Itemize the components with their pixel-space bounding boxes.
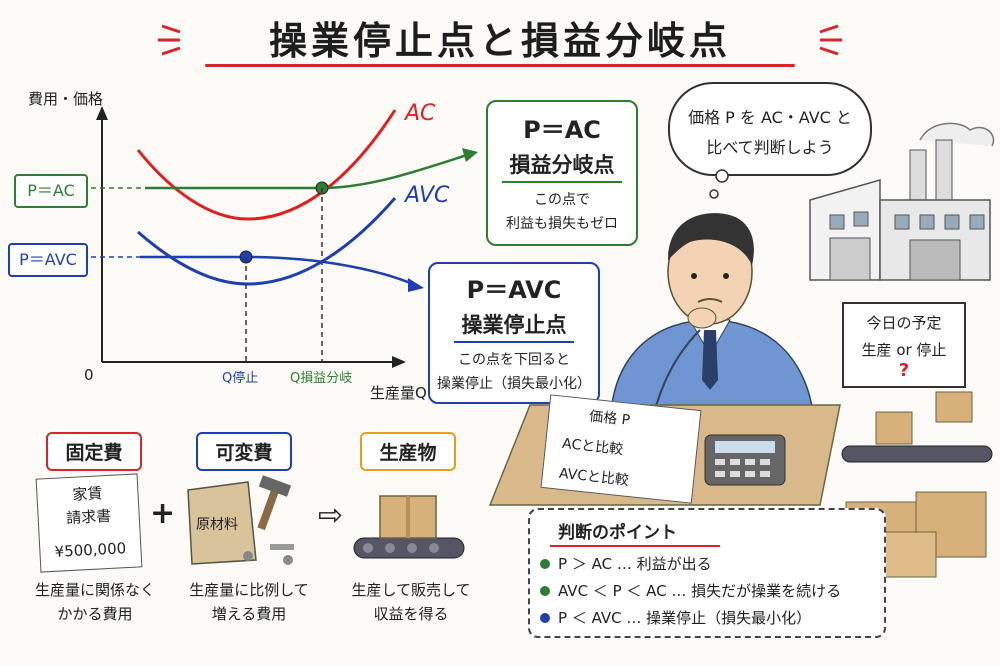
callout-ac-underline — [502, 181, 622, 183]
callout-avc-underline — [454, 341, 574, 343]
fixed-cap1: 生産量に関係なく — [34, 581, 155, 599]
points-underline — [550, 545, 720, 547]
ac-label: AC — [403, 101, 436, 126]
p-avc-line — [140, 255, 416, 287]
p-avc-tag: P＝AVC — [8, 243, 88, 277]
title-deco-left — [158, 24, 181, 56]
callout-ac-heading: P＝AC — [523, 116, 601, 144]
factory-illustration — [809, 122, 995, 281]
p-ac-line — [145, 152, 471, 190]
desk-paper-line1: ACと比較 — [561, 435, 624, 459]
green-dot-icon — [540, 559, 550, 569]
title-underline — [205, 64, 795, 67]
q-break-even-label: Q損益分岐 — [290, 371, 352, 386]
product-tag: 生産物 — [360, 432, 456, 471]
callout-ac-line1: この点で — [534, 192, 590, 208]
points-title: 判断のポイント — [558, 523, 677, 543]
point-item-2: AVC ＜ P ＜ AC … 損失だが操業を続ける — [540, 580, 884, 601]
callout-avc-name: 操業停止点 — [461, 313, 567, 337]
smoke — [919, 122, 995, 147]
thought-dots — [709, 169, 729, 199]
variable-cap1: 生産量に比例して — [189, 581, 309, 599]
callout-avc-heading: P＝AVC — [466, 276, 562, 304]
y-axis-arrow — [96, 106, 108, 120]
decision-points-box: 判断のポイント P ＞ AC … 利益が出る AVC ＜ P ＜ AC … 損失… — [528, 508, 886, 638]
p-ac-arrowhead — [462, 148, 478, 162]
material-bag-label: 原材料 — [196, 517, 238, 533]
person-illustration — [609, 213, 816, 430]
callout-avc-line2: 操業停止（損失最小化） — [437, 376, 591, 392]
x-axis-arrow — [392, 356, 406, 368]
thought-line1: 価格 P を AC・AVC と — [688, 108, 852, 127]
title-deco-right — [819, 24, 842, 56]
x-axis-label: 生産量Q — [370, 384, 427, 402]
p-ac-tag: P＝AC — [14, 174, 88, 208]
callout-ac-name: 損益分岐点 — [509, 153, 615, 177]
ac-curve — [136, 109, 397, 221]
variable-cost-tag: 可変費 — [196, 432, 292, 471]
cost-chart: 費用・価格 生産量Q 0 AC AVC Q停止 Q損益分岐 — [28, 90, 478, 402]
fixed-cost-caption: 生産量に関係なく かかる費用 — [20, 578, 170, 626]
avc-curve — [137, 197, 397, 286]
board-line: 生産 or 停止 — [861, 341, 947, 359]
p-avc-arrowhead — [408, 278, 424, 292]
material-illustration — [187, 475, 294, 565]
page-title: 操業停止点と損益分岐点 — [268, 19, 731, 63]
y-axis-label: 費用・価格 — [28, 90, 103, 108]
callout-avc-line1: この点を下回ると — [458, 352, 570, 368]
board-question-mark: ? — [898, 360, 910, 381]
schedule-board: 今日の予定 生産 or 停止 ? — [842, 302, 966, 388]
point-item-3: P ＜ AVC … 操業停止（損失最小化） — [540, 607, 884, 628]
invoice-title: 家賃 — [72, 484, 103, 504]
rent-invoice: 家賃 請求書 ¥500,000 — [35, 473, 143, 573]
origin-label: 0 — [84, 366, 94, 384]
break-even-callout: P＝AC 損益分岐点 この点で 利益も損失もゼロ — [486, 100, 638, 246]
plus-sign: + — [150, 496, 176, 531]
desk-paper-title: 価格 P — [588, 408, 631, 429]
q-shutdown-label: Q停止 — [222, 370, 258, 386]
invoice-sub: 請求書 — [65, 506, 112, 528]
product-illustration — [353, 495, 465, 559]
point-item-1: P ＞ AC … 利益が出る — [540, 553, 884, 574]
product-cap1: 生産して販売して — [351, 581, 471, 599]
shutdown-callout: P＝AVC 操業停止点 この点を下回ると 操業停止（損失最小化） — [428, 262, 600, 404]
product-caption: 生産して販売して 収益を得る — [336, 578, 486, 626]
board-title: 今日の予定 — [866, 314, 942, 332]
desk-paper-line2: AVCと比較 — [558, 465, 630, 489]
thought-line2: 比べて判断しよう — [706, 138, 834, 157]
fixed-cap2: かかる費用 — [57, 605, 133, 623]
green-dot-icon — [540, 586, 550, 596]
flow-arrow: ⇨ — [318, 498, 344, 533]
variable-cap2: 増える費用 — [211, 605, 287, 623]
product-cap2: 収益を得る — [373, 605, 449, 623]
invoice-amount: ¥500,000 — [54, 539, 127, 561]
desk-paper: 価格 P ACと比較 AVCと比較 — [540, 394, 702, 504]
fixed-cost-tag: 固定費 — [46, 432, 142, 471]
callout-ac-line2: 利益も損失もゼロ — [506, 216, 618, 232]
variable-cost-caption: 生産量に比例して 増える費用 — [174, 578, 324, 626]
thought-bubble: 価格 P を AC・AVC と 比べて判断しよう — [668, 82, 872, 176]
avc-label: AVC — [403, 183, 450, 208]
blue-dot-icon — [540, 613, 550, 623]
